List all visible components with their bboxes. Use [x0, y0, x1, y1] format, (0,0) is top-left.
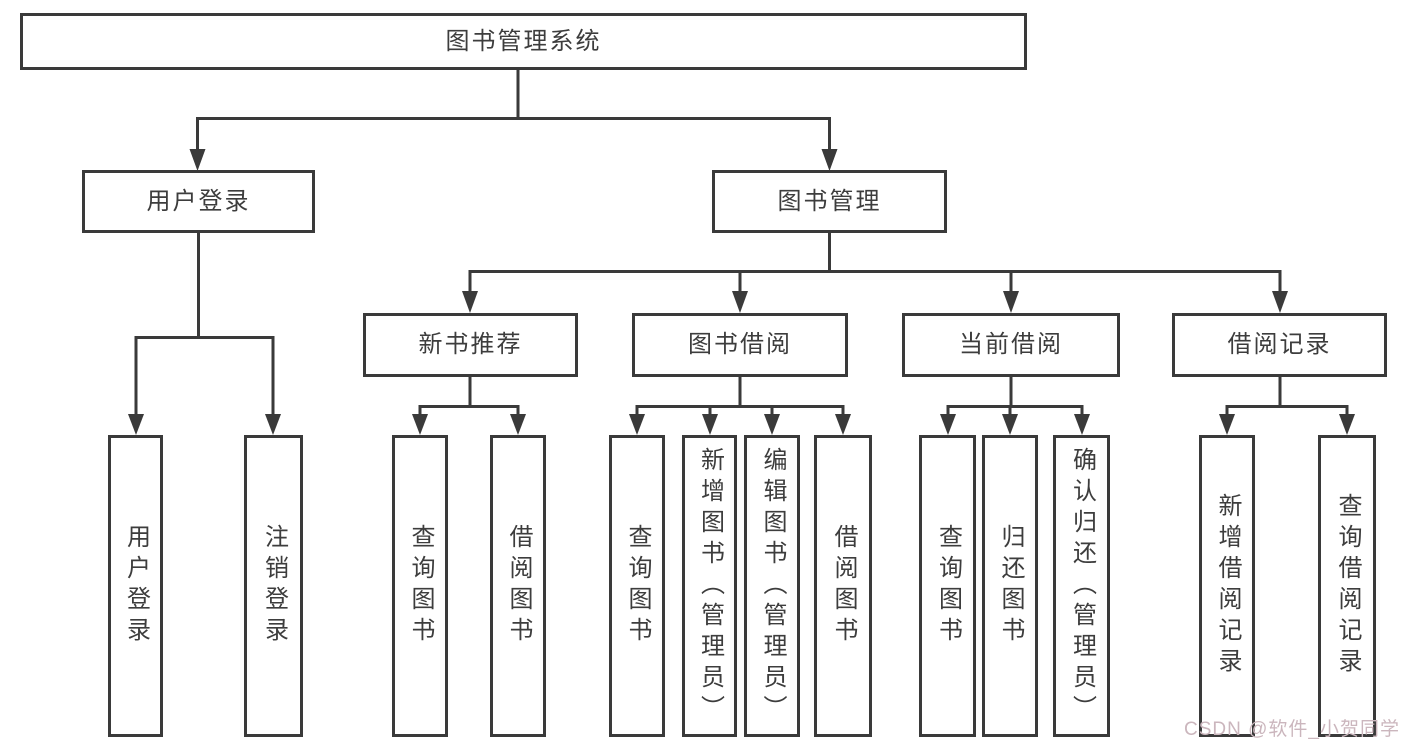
- node-book-management: 图书管理: [712, 170, 947, 233]
- arrowhead: [732, 291, 748, 313]
- arrowhead: [764, 414, 780, 435]
- connector-line: [196, 70, 831, 150]
- arrowhead: [510, 414, 526, 435]
- arrowhead: [835, 414, 851, 435]
- node-leaf-borrow-books-recommend: 借阅图书: [490, 435, 546, 737]
- node-current-borrow: 当前借阅: [902, 313, 1120, 377]
- connector-line: [134, 233, 275, 415]
- node-leaf-borrow-books: 借阅图书: [814, 435, 872, 737]
- node-leaf-add-borrow-record: 新增借阅记录: [1199, 435, 1255, 737]
- arrowhead: [1219, 414, 1235, 435]
- node-leaf-confirm-return-admin: 确认归还（管理员）: [1053, 435, 1110, 737]
- node-leaf-query-books-current: 查询图书: [919, 435, 976, 737]
- node-leaf-query-books-recommend: 查询图书: [392, 435, 448, 737]
- node-borrow-records: 借阅记录: [1172, 313, 1387, 377]
- node-new-book-recommend: 新书推荐: [363, 313, 578, 377]
- node-leaf-add-books-admin: 新增图书（管理员）: [682, 435, 737, 737]
- connector-new-books-group: [412, 377, 526, 435]
- connector-line: [1225, 377, 1349, 415]
- node-leaf-return-books: 归还图书: [982, 435, 1038, 737]
- arrowhead: [940, 414, 956, 435]
- connector-root-to-level2: [189, 70, 838, 171]
- connector-current-borrow-group: [940, 377, 1090, 435]
- arrowhead: [265, 414, 281, 435]
- connector-book-management-group: [462, 233, 1288, 313]
- arrowhead: [128, 414, 144, 435]
- connector-user-login-group: [128, 233, 281, 435]
- arrowhead: [189, 149, 206, 171]
- node-leaf-query-books-borrow: 查询图书: [609, 435, 665, 737]
- arrowhead: [702, 414, 718, 435]
- node-leaf-user-login: 用户登录: [108, 435, 163, 737]
- arrowhead: [462, 291, 478, 313]
- connector-line: [635, 377, 845, 415]
- connector-line: [946, 377, 1084, 415]
- node-book-borrow: 图书借阅: [632, 313, 848, 377]
- arrowhead: [1074, 414, 1090, 435]
- arrowhead: [1002, 414, 1018, 435]
- arrowhead: [1003, 291, 1019, 313]
- node-user-login: 用户登录: [82, 170, 315, 233]
- arrowhead: [1339, 414, 1355, 435]
- node-leaf-edit-books-admin: 编辑图书（管理员）: [744, 435, 800, 737]
- node-root-library-system: 图书管理系统: [20, 13, 1027, 70]
- connector-borrow-records-group: [1219, 377, 1355, 435]
- node-leaf-logout: 注销登录: [244, 435, 303, 737]
- arrowhead: [412, 414, 428, 435]
- arrowhead: [821, 149, 838, 171]
- arrowhead: [629, 414, 645, 435]
- node-leaf-query-borrow-record: 查询借阅记录: [1318, 435, 1376, 737]
- connector-book-borrow-group: [629, 377, 851, 435]
- csdn-watermark: CSDN @软件_小贺同学: [1184, 719, 1400, 740]
- connector-line: [418, 377, 520, 415]
- connector-line: [468, 233, 1282, 292]
- arrowhead: [1272, 291, 1288, 313]
